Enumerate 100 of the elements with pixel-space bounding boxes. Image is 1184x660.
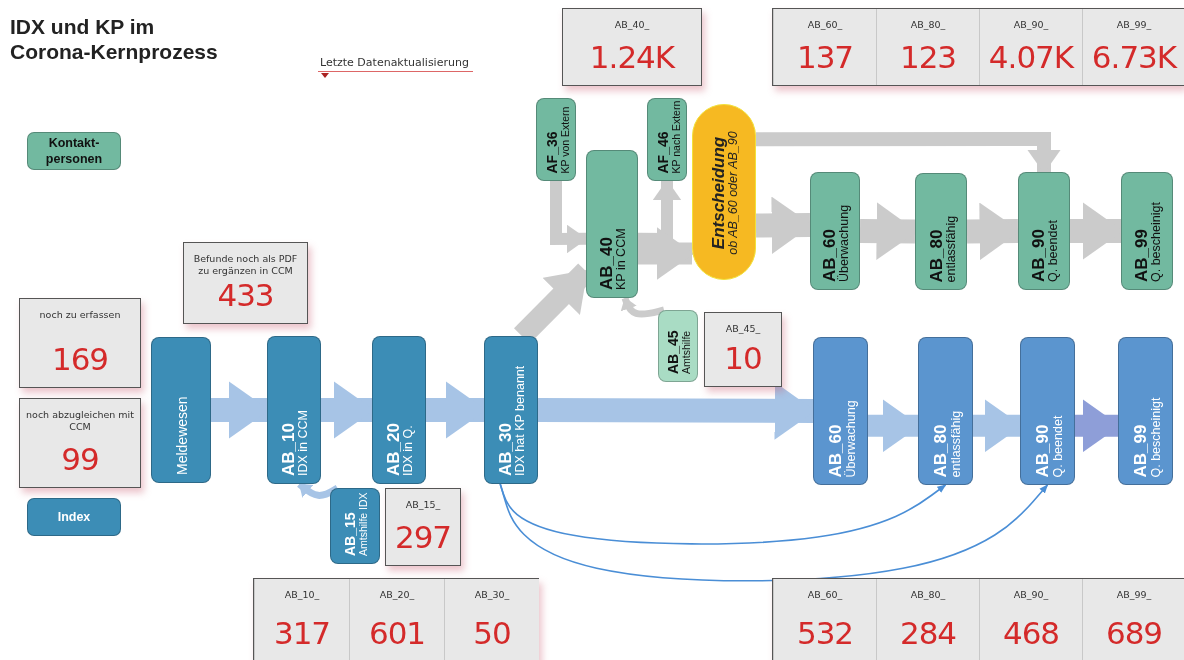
process-box — [586, 150, 638, 298]
count-value: 169 — [51, 341, 109, 377]
block-arrow — [638, 227, 695, 280]
process-box — [810, 172, 860, 290]
count-value: 137 — [796, 39, 854, 75]
step-code: AF_46 — [655, 130, 670, 173]
stat-heading: AB_15_ — [404, 499, 442, 511]
process-box — [484, 336, 538, 484]
stat-heading: AB_80_ — [909, 589, 947, 601]
stat-heading: AB_20_ — [378, 589, 416, 601]
step-description: entlassfähig — [948, 410, 962, 477]
stat-heading: AB_10_ — [283, 589, 321, 601]
step-code: AB_99 — [1131, 424, 1149, 477]
stat-cell — [1082, 9, 1184, 85]
stat-cell — [349, 579, 444, 660]
process-box — [536, 98, 576, 181]
process-box — [915, 173, 967, 290]
block-arrow — [550, 181, 588, 254]
stat-cell — [876, 579, 979, 660]
step-code: Entscheidung — [709, 136, 728, 250]
process-box — [1121, 172, 1173, 290]
step-description: ob AB_60 oder AB_90 — [727, 131, 741, 255]
stat-heading: AB_90_ — [1012, 589, 1050, 601]
process-box — [267, 336, 321, 484]
process-box — [1020, 337, 1075, 485]
step-description: Q. beendet — [1050, 415, 1064, 477]
count-value: 468 — [1002, 615, 1060, 651]
stat-heading: AB_99_ — [1115, 589, 1153, 601]
step-description: Q. beendet — [1047, 220, 1061, 282]
step-code: AB_10 — [279, 423, 298, 476]
count-value: 4.07K — [988, 39, 1074, 75]
step-code: AB_80 — [931, 424, 949, 477]
count-value: 297 — [394, 519, 452, 555]
stat-heading: AB_40_ — [613, 19, 651, 31]
stat-cell — [979, 579, 1082, 660]
stat-heading: Befunde noch als PDF zu ergänzen in CCM — [192, 253, 299, 277]
stat-panel — [772, 8, 1184, 86]
stat-card — [19, 298, 141, 388]
step-description: KP nach Extern — [669, 100, 681, 173]
step-description: IDX hat KP benannt — [514, 365, 528, 476]
block-arrow — [620, 296, 665, 318]
stat-heading: AB_60_ — [806, 19, 844, 31]
step-description: IDX in Q. — [402, 425, 416, 476]
count-value: 284 — [899, 615, 957, 651]
arrow — [499, 483, 947, 545]
legend-label: Kontakt- personen — [44, 134, 104, 168]
stat-card — [562, 8, 702, 86]
count-value: 99 — [61, 441, 99, 477]
step-code: AF_36 — [544, 130, 559, 173]
step-description: KP von Extern — [558, 106, 570, 173]
count-value: 433 — [217, 277, 274, 313]
process-box — [151, 337, 211, 483]
process-box — [658, 310, 698, 382]
step-code: AB_90 — [1029, 229, 1048, 282]
stat-cell — [876, 9, 979, 85]
stat-heading: AB_99_ — [1115, 19, 1153, 31]
step-description: Q. bescheinigt — [1148, 397, 1162, 477]
process-box — [372, 336, 426, 484]
stat-heading: noch zu erfassen — [38, 309, 122, 321]
count-value: 1.24K — [589, 39, 675, 75]
stat-heading: AB_80_ — [909, 19, 947, 31]
count-value: 6.73K — [1091, 39, 1177, 75]
stat-heading: AB_90_ — [1012, 19, 1050, 31]
step-code: AB_45 — [666, 330, 681, 374]
block-arrow — [756, 132, 1061, 174]
stat-cell — [773, 579, 876, 660]
step-code: AB_90 — [1033, 424, 1051, 477]
process-box — [918, 337, 973, 485]
stat-heading: AB_30_ — [473, 589, 511, 601]
count-value: 532 — [796, 615, 854, 651]
stat-cell — [1082, 579, 1184, 660]
process-box — [1118, 337, 1173, 485]
stat-cell — [254, 579, 349, 660]
step-description: Meldewesen — [174, 396, 190, 475]
title: IDX und KP im Corona-Kernprozess — [10, 14, 219, 65]
step-description: Überwachung — [843, 399, 857, 477]
stat-card — [385, 488, 461, 566]
process-box — [1018, 172, 1070, 290]
count-value: 689 — [1105, 615, 1163, 651]
count-value: 50 — [473, 615, 511, 651]
dropdown-field: Letzte Datenaktualisierung — [318, 56, 473, 72]
step-code: AB_60 — [826, 424, 844, 477]
count-value: 123 — [899, 39, 957, 75]
arrow — [499, 483, 1049, 582]
step-code: AB_80 — [926, 229, 945, 282]
step-description: Q. bescheinigt — [1150, 202, 1164, 282]
process-box — [813, 337, 868, 485]
count-value: 317 — [273, 615, 331, 651]
stat-panel — [772, 578, 1184, 660]
legend-label: Index — [56, 508, 92, 526]
process-box — [647, 98, 687, 181]
count-value: 601 — [368, 615, 426, 651]
process-box — [330, 488, 380, 564]
stat-heading: noch abzugleichen mit CCM — [25, 409, 135, 433]
step-code: AB_20 — [384, 423, 403, 476]
stat-card — [19, 398, 141, 488]
stat-heading: AB_45_ — [724, 323, 762, 335]
step-code: AB_99 — [1132, 229, 1151, 282]
stat-cell — [773, 9, 876, 85]
stat-heading: AB_60_ — [806, 589, 844, 601]
